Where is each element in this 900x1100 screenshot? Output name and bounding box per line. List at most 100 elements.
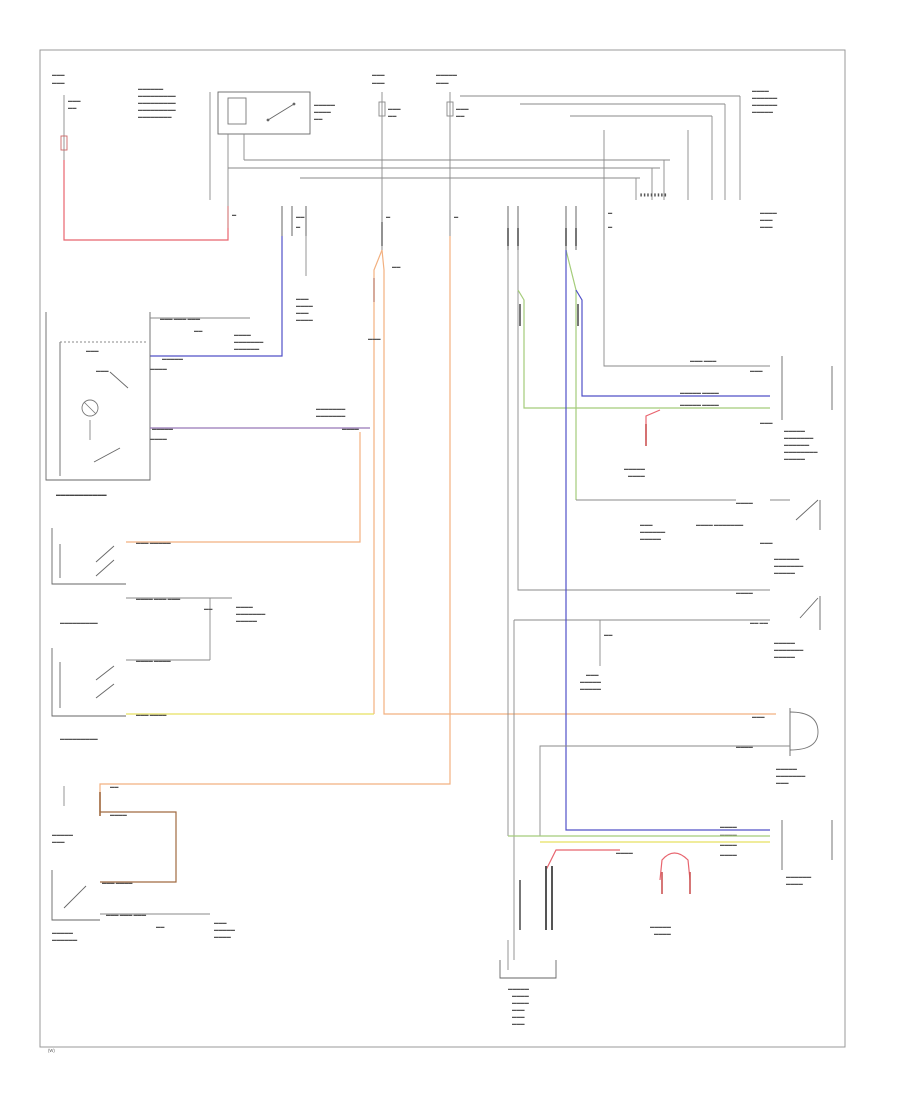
diagram-frame: [39, 49, 846, 1048]
svg-text:▬▬▬▬▬▬: ▬▬▬▬▬▬: [786, 874, 812, 879]
svg-text:▬▬▬▬▬▬: ▬▬▬▬▬▬: [752, 95, 778, 100]
svg-text:▬: ▬: [232, 212, 237, 217]
svg-text:▬▬▬▬: ▬▬▬▬: [296, 303, 314, 308]
wire-brown: [100, 811, 177, 883]
svg-text:▬▬▬▬: ▬▬▬▬: [736, 500, 754, 505]
svg-text:▬▬▬▬▬▬▬▬▬: ▬▬▬▬▬▬▬▬▬: [60, 620, 99, 625]
svg-text:▬▬▬▬▬: ▬▬▬▬▬: [774, 570, 796, 575]
central-connector-pins: ▮ ▮ ▮ ▮ ▮ ▮ ▮ ▮ ▬▬▬▬ ▬▬▬ ▬▬▬: [603, 130, 778, 229]
battery-saver-ground: ▬▬▬▬▬ ▬▬▬▬: [624, 409, 661, 478]
svg-text:▬▬▬▬: ▬▬▬▬: [720, 824, 738, 829]
svg-text:▬▬▬▬▬▬: ▬▬▬▬▬▬: [52, 937, 78, 942]
svg-text:▬: ▬: [386, 214, 391, 219]
svg-text:▬▬▬▬: ▬▬▬▬: [236, 604, 254, 609]
svg-text:▬▬: ▬▬: [314, 116, 323, 121]
svg-text:▬▬▬ ▬▬▬▬: ▬▬▬ ▬▬▬▬: [102, 880, 133, 885]
svg-text:▬▬▬▬: ▬▬▬▬: [110, 812, 128, 817]
svg-text:▬▬: ▬▬: [204, 606, 213, 611]
svg-text:▬▬▬▬▬▬: ▬▬▬▬▬▬: [234, 346, 260, 351]
svg-text:▬▬▬: ▬▬▬: [68, 98, 81, 103]
svg-text:▬▬: ▬▬: [296, 214, 305, 219]
svg-text:▬▬▬▬▬▬▬: ▬▬▬▬▬▬▬: [776, 773, 806, 778]
svg-text:▬▬▬: ▬▬▬: [760, 217, 773, 222]
relay-box: ▬▬▬▬▬ ▬▬▬▬ ▬▬: [217, 91, 336, 135]
svg-text:▬▬▬▬▬▬▬▬▬: ▬▬▬▬▬▬▬▬▬: [138, 93, 177, 98]
svg-text:▬▬▬: ▬▬▬: [86, 348, 99, 353]
svg-text:▬▬▬▬▬▬▬: ▬▬▬▬▬▬▬: [234, 339, 264, 344]
svg-text:▬▬▬▬▬: ▬▬▬▬▬: [52, 832, 74, 837]
svg-text:▬▬▬▬: ▬▬▬▬: [720, 852, 738, 857]
svg-text:▬▬▬▬▬: ▬▬▬▬▬: [640, 536, 662, 541]
svg-text:▬▬▬▬: ▬▬▬▬: [760, 210, 778, 215]
svg-text:▬▬▬: ▬▬▬: [368, 336, 381, 341]
svg-text:▬▬▬▬: ▬▬▬▬: [512, 1000, 530, 1005]
component-right-2: ▬▬▬▬ ▬▬▬▬ ▬▬▬▬▬▬▬ ▬▬▬ ▬▬▬▬▬▬ ▬▬▬▬▬ ▬▬▬ ▬…: [640, 499, 821, 575]
svg-text:▬▬▬▬▬: ▬▬▬▬▬: [162, 356, 184, 361]
component-right-1: ▬▬▬ ▬▬▬ ▬▬▬ ▬▬▬▬▬ ▬▬▬▬ ▬▬▬▬▬ ▬▬▬▬ ▬▬▬ ▬▬…: [680, 356, 833, 461]
wire-red-lower: [545, 849, 620, 871]
svg-text:▬▬▬: ▬▬▬: [372, 72, 385, 77]
svg-text:▬▬▬▬▬: ▬▬▬▬▬: [436, 72, 458, 77]
lamp-lower-left: ▬▬ ▬▬▬▬▬ ▬▬▬: [52, 784, 119, 844]
svg-text:▬▬▬: ▬▬▬: [752, 714, 765, 719]
svg-text:▬▬▬▬▬▬: ▬▬▬▬▬▬: [752, 102, 778, 107]
svg-text:▬▬▬▬: ▬▬▬▬: [736, 744, 754, 749]
svg-text:▬▬▬▬: ▬▬▬▬: [720, 842, 738, 847]
svg-text:▬: ▬: [608, 224, 613, 229]
component-right-3: ▬▬▬▬ ▬▬ ▬▬ ▬▬ ▬▬▬ ▬▬▬▬▬ ▬▬▬▬▬ ▬▬▬▬▬ ▬▬▬▬…: [580, 590, 821, 691]
svg-text:▬▬▬▬▬▬▬▬▬: ▬▬▬▬▬▬▬▬▬: [138, 107, 177, 112]
left-component-upper: ▬▬▬ ▬▬▬ ▬▬▬▬▬▬▬▬▬▬▬: [45, 312, 151, 497]
switch-lower-left: ▬▬▬ ▬▬▬▬ ▬▬▬▬▬ ▬▬▬▬▬▬: [51, 870, 133, 942]
wire-orange-middle: [373, 249, 383, 714]
svg-text:▬▬▬: ▬▬▬: [296, 310, 309, 315]
svg-text:▬▬▬▬▬: ▬▬▬▬▬: [784, 456, 806, 461]
svg-text:▬▬▬▬: ▬▬▬▬: [736, 590, 754, 595]
svg-text:▬▬▬: ▬▬▬: [214, 920, 227, 925]
connector-c1: ▬: [227, 206, 237, 228]
svg-text:▬▬▬▬▬: ▬▬▬▬▬: [784, 428, 806, 433]
svg-text:▬▬▬▬▬: ▬▬▬▬▬: [774, 654, 796, 659]
svg-text:▬▬: ▬▬: [68, 105, 77, 110]
svg-text:▬▬▬▬ ▬▬▬ ▬▬▬: ▬▬▬▬ ▬▬▬ ▬▬▬: [136, 596, 181, 601]
wire-blue-right: [575, 289, 770, 397]
fuse-middle: ▬▬▬ ▬▬▬ ▬▬▬ ▬▬: [372, 72, 401, 210]
bottom-connectors: ▬▬▬▬ ▬▬▬▬▬ ▬▬▬▬: [519, 850, 691, 936]
svg-text:▬▬▬▬▬: ▬▬▬▬▬: [508, 986, 530, 991]
svg-text:▬▬▬: ▬▬▬: [512, 1021, 525, 1026]
svg-text:▬▬▬▬: ▬▬▬▬: [616, 850, 634, 855]
svg-text:▬▬▬: ▬▬▬: [776, 780, 789, 785]
svg-text:▬▬▬▬▬: ▬▬▬▬▬: [580, 686, 602, 691]
svg-text:▬▬▬▬▬▬: ▬▬▬▬▬▬: [784, 442, 810, 447]
svg-text:▬▬: ▬▬: [456, 113, 465, 118]
svg-text:▬▬▬ ▬▬▬▬▬: ▬▬▬ ▬▬▬▬▬: [136, 540, 171, 545]
svg-text:▬▬: ▬▬: [392, 264, 401, 269]
svg-text:▬▬▬: ▬▬▬: [296, 296, 309, 301]
svg-text:▬▬: ▬▬: [388, 113, 397, 118]
wire-blue-left: [150, 236, 283, 357]
svg-text:▬▬▬▬▬: ▬▬▬▬▬: [580, 679, 602, 684]
svg-text:▬▬▬▬▬▬: ▬▬▬▬▬▬: [640, 529, 666, 534]
svg-text:▬▬▬▬▬▬: ▬▬▬▬▬▬: [138, 86, 164, 91]
svg-text:▬▬▬▬: ▬▬▬▬: [150, 436, 168, 441]
component-right-4: ▬▬▬ ▬▬▬▬ ▬▬▬▬▬ ▬▬▬▬▬▬▬ ▬▬▬: [736, 708, 819, 785]
svg-text:▬▬▬▬▬: ▬▬▬▬▬: [152, 426, 174, 431]
svg-text:▬▬▬: ▬▬▬: [372, 80, 385, 85]
svg-text:▬▬: ▬▬: [604, 632, 613, 637]
wire-red-power: [63, 160, 229, 241]
svg-text:▬▬▬▬: ▬▬▬▬: [296, 317, 314, 322]
svg-text:▬▬▬▬▬: ▬▬▬▬▬: [752, 109, 774, 114]
svg-text:▬▬▬▬: ▬▬▬▬: [720, 832, 738, 837]
svg-text:▬▬▬▬▬▬▬▬▬▬▬: ▬▬▬▬▬▬▬▬▬▬▬: [56, 492, 107, 497]
svg-text:▬▬▬▬▬: ▬▬▬▬▬: [52, 930, 74, 935]
svg-text:▬▬▬▬▬: ▬▬▬▬▬: [236, 618, 258, 623]
svg-text:▬▬▬▬▬▬▬▬: ▬▬▬▬▬▬▬▬: [138, 114, 172, 119]
svg-text:▬▬▬▬: ▬▬▬▬: [786, 881, 804, 886]
component-right-5: ▬▬▬▬ ▬▬▬▬ ▬▬▬▬ ▬▬▬▬ ▬▬▬▬▬▬ ▬▬▬▬: [720, 820, 833, 886]
svg-text:▬▬▬: ▬▬▬: [760, 540, 773, 545]
svg-text:▮ ▮ ▮ ▮ ▮ ▮ ▮ ▮: ▮ ▮ ▮ ▮ ▮ ▮ ▮ ▮: [640, 192, 667, 197]
svg-text:▬▬▬: ▬▬▬: [760, 224, 773, 229]
svg-text:▬▬: ▬▬: [194, 328, 203, 333]
svg-text:▬▬▬: ▬▬▬: [436, 80, 449, 85]
svg-text:▬▬▬: ▬▬▬: [456, 106, 469, 111]
